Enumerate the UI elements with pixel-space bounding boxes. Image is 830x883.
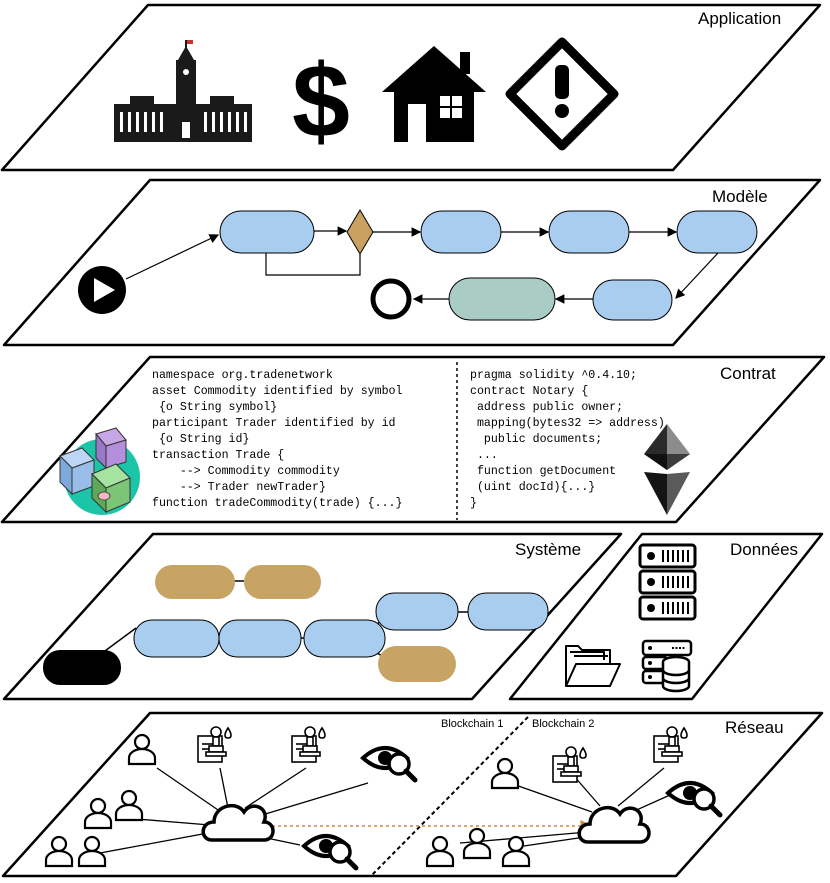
user-icon	[44, 835, 74, 868]
user-icon	[127, 733, 157, 766]
donnees-layer: Données	[508, 532, 824, 701]
systeme-layer: Système	[2, 532, 623, 701]
system-block-2	[218, 619, 302, 658]
blockchain-divider	[370, 716, 529, 877]
code-line: namespace org.tradenetwork	[152, 369, 333, 382]
user-icon	[114, 789, 144, 822]
modele-title: Modèle	[712, 187, 768, 206]
notary-document-icon	[291, 726, 326, 763]
task-1	[219, 210, 315, 254]
code-line: {o String symbol}	[152, 401, 278, 414]
eye-magnifier-icon	[665, 781, 723, 818]
blockchain-2-label: Blockchain 2	[532, 718, 594, 730]
task-3	[548, 210, 630, 254]
user-icon	[462, 827, 492, 860]
system-block-brown-1	[155, 565, 235, 599]
system-block-black	[43, 650, 121, 685]
eye-magnifier-icon	[301, 834, 359, 871]
reseau-title: Réseau	[725, 718, 784, 737]
notary-document-icon	[653, 726, 688, 763]
code-line: ...	[470, 449, 498, 462]
cloud-icon-blockchain-1	[201, 803, 275, 842]
modele-layer: Modèle	[2, 178, 822, 347]
code-line: public documents;	[470, 433, 603, 446]
code-line: function tradeCommodity(trade) {...}	[152, 497, 403, 510]
modele-plane	[2, 178, 822, 347]
system-block-brown-3	[378, 646, 456, 682]
systeme-title: Système	[515, 540, 581, 559]
system-block-brown-2	[244, 565, 321, 599]
composer-logo-icon	[59, 427, 140, 515]
notary-document-icon	[552, 746, 587, 783]
cloud-icon-blockchain-2	[577, 805, 651, 844]
user-icon	[83, 797, 113, 830]
task-2	[420, 210, 502, 254]
code-line: contract Notary {	[470, 385, 589, 398]
server-rack-icon	[638, 543, 697, 621]
eye-magnifier-icon	[360, 746, 418, 783]
contrat-layer: Contrat	[0, 355, 826, 524]
house-icon	[382, 46, 486, 142]
code-line: participant Trader identified by id	[152, 417, 396, 430]
system-block-4	[375, 592, 459, 631]
task-4	[676, 210, 758, 254]
task-6	[448, 277, 556, 321]
application-layer: Application $	[0, 3, 822, 172]
system-block-3	[303, 619, 386, 658]
code-line: --> Trader newTrader}	[152, 481, 326, 494]
code-line: {o String id}	[152, 433, 250, 446]
task-5	[592, 279, 673, 321]
dollar-icon: $	[292, 44, 350, 160]
code-line: asset Commodity identified by symbol	[152, 385, 403, 398]
code-line: transaction Trade {	[152, 449, 285, 462]
system-block-5	[467, 592, 549, 631]
user-icon	[501, 835, 531, 868]
parliament-icon	[114, 40, 252, 142]
notary-document-icon	[197, 726, 232, 763]
code-line: }	[470, 497, 477, 510]
warning-icon	[505, 37, 619, 151]
code-line: --> Commodity commodity	[152, 465, 340, 478]
user-icon	[77, 835, 107, 868]
composer-code-block: namespace org.tradenetwork asset Commodit…	[152, 368, 402, 512]
contrat-plane	[0, 355, 826, 524]
start-event	[78, 266, 126, 314]
ethereum-icon	[644, 424, 690, 515]
blockchain-1-label: Blockchain 1	[441, 718, 503, 730]
contrat-title: Contrat	[720, 364, 776, 383]
folder-icon	[565, 645, 621, 687]
end-event	[370, 278, 412, 320]
user-icon	[490, 757, 520, 790]
user-icon	[425, 835, 455, 868]
application-title: Application	[698, 9, 781, 28]
code-line: (uint docId){...}	[470, 481, 596, 494]
solidity-code-block: pragma solidity ^0.4.10; contract Notary …	[470, 368, 665, 512]
database-icon	[641, 639, 693, 693]
code-line: mapping(bytes32 => address)	[470, 417, 665, 430]
code-line: pragma solidity ^0.4.10;	[470, 369, 637, 382]
donnees-title: Données	[730, 540, 798, 559]
code-line: address public owner;	[470, 401, 624, 414]
code-line: function getDocument	[470, 465, 617, 478]
gateway	[346, 209, 374, 255]
system-block-1	[133, 619, 220, 658]
